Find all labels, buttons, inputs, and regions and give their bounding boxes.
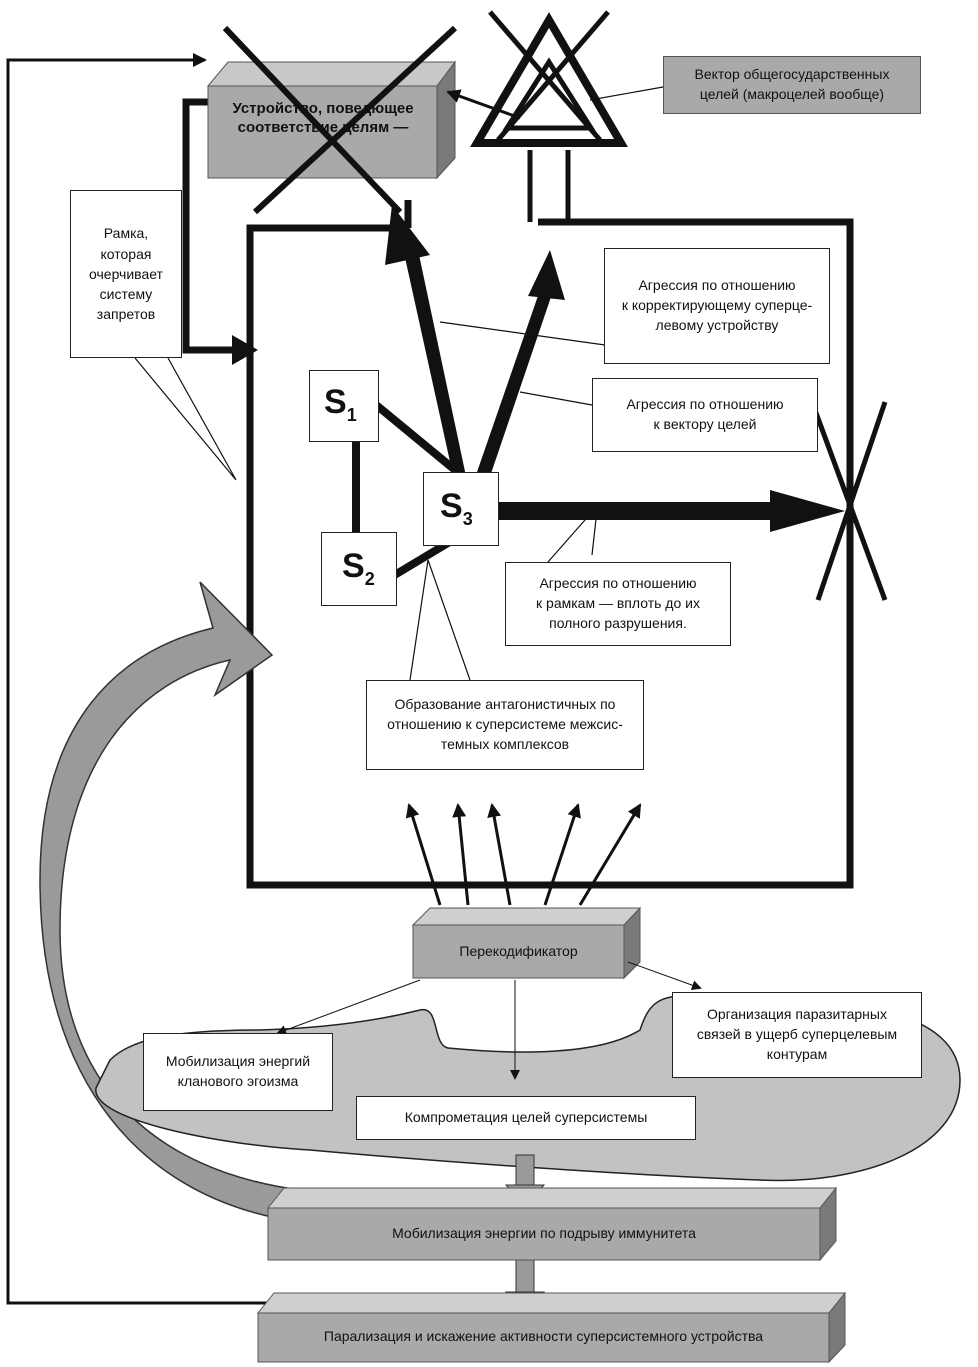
antagonistic-label: Образование антагонистичных по отношению …	[366, 680, 644, 770]
parasitic-line: Организация паразитарных	[707, 1006, 887, 1023]
aggression-device-label: Агрессия по отношению к корректирующему с…	[604, 248, 830, 364]
vector-callout-line	[589, 86, 664, 101]
aggression-frame-line: к рамкам — вплоть до их	[536, 595, 700, 612]
recoder-branches	[276, 961, 702, 1080]
frame-label-line: очерчивает	[89, 265, 163, 282]
frame-label-line: Рамка,	[103, 225, 149, 242]
device-to-frame-arrow	[182, 98, 236, 354]
device-label-line: соответствие целям —	[237, 119, 409, 136]
device-cross-icon	[222, 25, 458, 215]
frame-rectangle	[246, 218, 854, 889]
vector-label-line: Вектор общегосударственных	[694, 66, 890, 83]
immunity-label: Мобилизация энергии по подрыву иммунитет…	[268, 1212, 820, 1256]
immunity-text: Мобилизация энергии по подрыву иммунитет…	[392, 1225, 696, 1242]
compromise-text: Компрометация целей суперсистемы	[404, 1109, 648, 1126]
aggression-device-line: к корректирующему суперце-	[621, 297, 813, 314]
recoder-block	[411, 906, 642, 980]
vector-label-line: целей (макроцелей вообще)	[699, 86, 885, 102]
mobilization-curved-arrow	[39, 581, 301, 1223]
compromise-label: Компрометация целей суперсистемы	[356, 1096, 696, 1140]
vector-label: Вектор общегосударственных целей (макроце…	[663, 56, 921, 114]
s3-index: 3	[462, 508, 473, 529]
goals-triangle-icon	[470, 10, 628, 147]
triangle-to-device-arrow	[446, 89, 521, 120]
frame-break-cross-icon	[809, 401, 888, 601]
frame-label-line: которая	[100, 245, 152, 262]
frame-label-line: систему	[99, 286, 153, 303]
aggression-arrows	[385, 205, 845, 532]
s1-s3-link	[372, 400, 458, 474]
aggression-vector-line: к вектору целей	[653, 416, 757, 432]
device-to-frame-arrowhead	[232, 335, 258, 365]
frame-label-line: запретов	[96, 306, 156, 323]
immunity-bar	[266, 1186, 838, 1262]
s2-index: 2	[364, 568, 375, 589]
parasitic-line: контурам	[766, 1045, 828, 1062]
aggression-device-line: левому устройству	[655, 316, 779, 333]
paralysis-bar	[256, 1291, 847, 1364]
aggression-device-line: Агрессия по отношению	[638, 277, 796, 294]
mobilization-clan-label: Мобилизация энергий кланового эгоизма	[143, 1033, 333, 1111]
feedback-loop-line	[6, 53, 270, 1305]
antagonistic-line: отношению к суперсистеме межсис-	[387, 716, 623, 733]
device-label-line: Устройство, поведющее	[232, 99, 414, 117]
subsystem-s2: S2	[321, 532, 397, 606]
s3-letter: S	[440, 487, 463, 525]
recoder-text: Перекодификатор	[459, 943, 578, 960]
s1-index: 1	[346, 404, 357, 425]
aggression-vector-label: Агрессия по отношению к вектору целей	[592, 378, 818, 452]
paralysis-text: Парализация и искажение активности супер…	[323, 1328, 764, 1345]
callout-lines	[134, 321, 606, 681]
frame-label: Рамка, которая очерчивает систему запретов	[70, 190, 182, 358]
aggression-vector-line: Агрессия по отношению	[626, 396, 784, 413]
parasitic-line: связей в ущерб суперцелевым	[696, 1026, 898, 1043]
device-label: Устройство, поведющее соответствие целям …	[210, 88, 436, 148]
subsystem-s3: S3	[423, 472, 499, 546]
aggression-frame-line: полного разрушения.	[549, 614, 687, 631]
subsystem-s1: S1	[309, 370, 379, 442]
antagonistic-line: Образование антагонистичных по	[394, 696, 616, 713]
aggression-frame-line: Агрессия по отношению	[539, 575, 697, 592]
s1-letter: S	[324, 383, 347, 421]
s2-letter: S	[342, 547, 365, 585]
mobilization-clan-line: кланового эгоизма	[177, 1073, 299, 1089]
mobilization-clan-line: Мобилизация энергий	[165, 1053, 311, 1070]
aggression-frame-label: Агрессия по отношению к рамкам — вплоть д…	[505, 562, 731, 646]
paralysis-label: Парализация и искажение активности супер…	[258, 1316, 829, 1358]
recoder-label: Перекодификатор	[413, 930, 624, 974]
recoder-arrows	[405, 803, 642, 906]
antagonistic-line: темных комплексов	[440, 735, 570, 752]
parasitic-label: Организация паразитарных связей в ущерб с…	[672, 992, 922, 1078]
